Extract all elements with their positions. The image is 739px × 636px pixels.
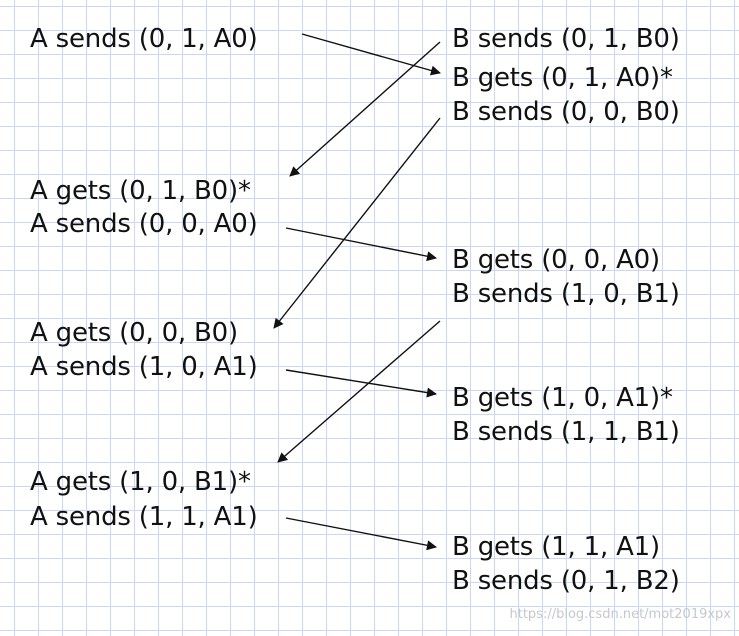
a-event-2: A gets (0, 1, B0)* xyxy=(30,176,251,206)
watermark-text: https://blog.csdn.net/mot2019xpx xyxy=(509,607,732,622)
a-event-5: A sends (1, 0, A1) xyxy=(30,352,258,382)
b-event-2: B gets (0, 1, A0)* xyxy=(452,63,673,93)
b-event-3: B sends (0, 0, B0) xyxy=(452,97,680,127)
b-event-8: B gets (1, 1, A1) xyxy=(452,532,660,562)
b-event-9: B sends (0, 1, B2) xyxy=(452,566,680,596)
b-event-6: B gets (1, 0, A1)* xyxy=(452,383,673,413)
arrow-a-to-b-2 xyxy=(285,227,437,262)
a-event-1: A sends (0, 1, A0) xyxy=(30,24,258,54)
b-event-1: B sends (0, 1, B0) xyxy=(452,24,680,54)
arrow-b-to-a-1 xyxy=(289,41,441,177)
b-event-4: B gets (0, 0, A0) xyxy=(452,245,660,275)
a-event-3: A sends (0, 0, A0) xyxy=(30,209,258,239)
b-event-7: B sends (1, 1, B1) xyxy=(452,417,680,447)
arrow-a-to-b-4 xyxy=(285,517,437,551)
arrow-a-to-b-3 xyxy=(285,369,437,398)
a-event-6: A gets (1, 0, B1)* xyxy=(30,467,251,497)
b-event-5: B sends (1, 0, B1) xyxy=(452,279,680,309)
a-event-7: A sends (1, 1, A1) xyxy=(30,502,258,532)
arrow-b-to-a-2 xyxy=(273,117,441,329)
arrow-a-to-b-1 xyxy=(301,33,441,76)
a-event-4: A gets (0, 0, B0) xyxy=(30,318,238,348)
arrow-b-to-a-3 xyxy=(277,320,441,463)
